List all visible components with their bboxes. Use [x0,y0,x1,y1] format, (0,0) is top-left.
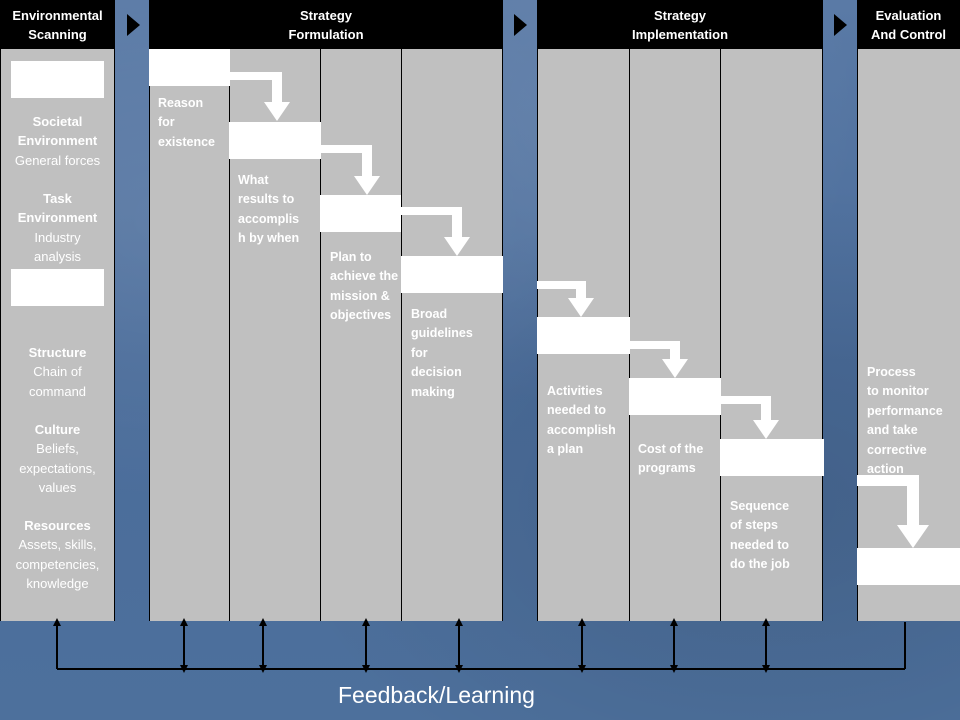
culture: Culture Beliefs, expectations, values [0,420,115,498]
programs-box [537,317,630,354]
column-strategy-formulation [149,49,503,621]
header-line: Evaluation [875,7,942,23]
header-line: Strategy [299,7,353,23]
arrow-strategies-policies [401,207,470,256]
arrow-programs-budgets [629,341,688,378]
white-arrows [229,72,929,548]
resources: Resources Assets, skills, competencies, … [0,516,115,594]
culture-heading: Culture [34,422,81,437]
play-arrow-icon [514,14,527,36]
header-line: Formulation [288,26,364,42]
structure-subtext: command [28,383,87,399]
evaluation-description: Process to monitor performance and take … [867,365,943,477]
structure-subtext: Chain of [33,364,82,380]
performance-box [857,548,960,585]
feedback-lines [53,618,906,673]
column-divider [320,49,321,621]
structure-heading: Structure [28,345,87,360]
header-strategy-implementation: Strategy Implementation [537,0,823,49]
arrow-budgets-procedures [720,396,779,439]
societal-subtext: General forces [14,152,101,168]
header-environmental-scanning: Environmental Scanning [0,0,115,49]
culture-subtext: expectations, [19,460,96,476]
column-border [822,49,823,621]
societal-heading-line2: Environment [17,133,98,149]
header-line: And Control [870,26,947,42]
header-strategy-formulation: Strategy Formulation [149,0,503,49]
task-heading: Task [43,191,72,206]
column-environmental-scanning [0,49,115,621]
culture-subtext: Beliefs, [36,441,79,457]
mission-description: Reason for existence [158,96,215,149]
task-environment: Task Environment Industry analysis [0,189,115,267]
column-divider [229,49,230,621]
resources-subtext: Assets, skills, [18,537,97,553]
budgets-description: Cost of the programs [638,442,704,476]
arrow-into-programs [537,281,594,317]
header-line: Strategy [653,7,707,23]
column-border [149,49,150,621]
arrow-objectives-strategies [320,145,380,195]
resources-heading: Resources [24,518,91,533]
strategies-box [320,195,401,232]
resources-subtext: knowledge [26,576,89,592]
header-line: Implementation [631,26,729,42]
task-subtext: analysis [34,249,81,265]
column-border [857,49,858,621]
header-line: Environmental [12,7,103,23]
societal-environment: Societal Environment General forces [0,112,115,170]
column-border [0,49,1,621]
societal-heading: Societal [32,114,83,129]
column-border [114,49,115,621]
arrow-mission-objectives [229,72,290,121]
strategies-description: Plan to achieve the mission & objectives [330,250,399,323]
column-divider [401,49,402,621]
column-border [502,49,503,621]
header-line: Scanning [28,26,87,42]
task-heading-line2: Environment [17,210,98,226]
task-subtext: Industry [34,229,81,245]
objectives-box [229,122,321,159]
header-evaluation-control: Evaluation And Control [857,0,960,49]
culture-subtext: values [38,480,77,496]
internal-box [11,269,104,306]
procedures-description: Sequence of steps needed to do the job [730,499,790,572]
external-box [11,61,104,98]
budgets-box [629,378,721,415]
resources-subtext: competencies, [15,556,100,572]
mission-box [149,49,230,86]
arrow-evaluation [857,475,929,548]
procedures-box [720,439,824,476]
objectives-description: What results to accomplis h by when [238,173,300,246]
feedback-learning-label: Feedback/Learning [338,682,535,708]
play-arrow-icon [127,14,140,36]
strategies-label-fragment: g [330,218,337,230]
play-arrow-icon [834,14,847,36]
policies-box [401,256,503,293]
structure: Structure Chain of command [0,343,115,401]
column-divider [720,49,721,621]
policies-description: Broad guidelines for decision making [411,307,473,399]
programs-description: Activities needed to accomplish a plan [547,384,616,457]
